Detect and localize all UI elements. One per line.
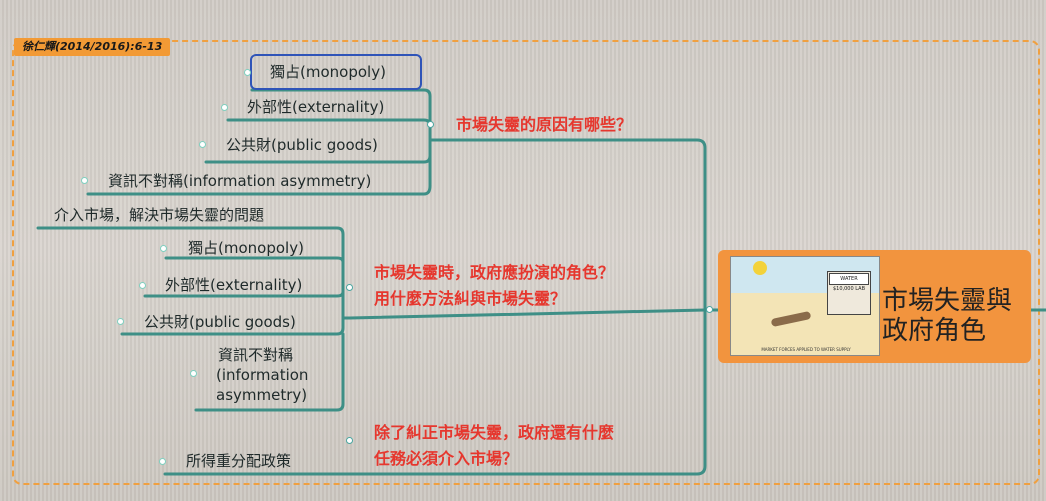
- topic-b2-info-line3: asymmetry): [216, 386, 308, 404]
- question-government-role[interactable]: 市場失靈時，政府應扮演的角色？ 用什麼方法糾與市場失靈？: [374, 262, 614, 310]
- topic-b1-monopoly[interactable]: 獨占(monopoly): [270, 63, 386, 81]
- sun-icon: [753, 261, 767, 275]
- selection-outline: [250, 54, 422, 90]
- connector-b2-item3: [120, 316, 345, 336]
- collapse-dot[interactable]: [427, 121, 434, 128]
- question-government-role-line2: 用什麼方法糾與市場失靈？: [374, 289, 567, 308]
- topic-b1-info-asymmetry[interactable]: 資訊不對稱(information asymmetry): [108, 172, 372, 190]
- collapse-dot[interactable]: [160, 245, 167, 252]
- connector-b2-item1: [164, 256, 345, 264]
- question-other-tasks[interactable]: 除了糾正市場失靈，政府還有什麼 任務必須介入市場？: [374, 422, 614, 470]
- topic-b2-public-goods[interactable]: 公共財(public goods): [144, 313, 296, 331]
- topic-b2-info-asymmetry[interactable]: 資訊不對稱 (information asymmetry): [216, 345, 308, 405]
- question-government-role-line1: 市場失靈時，政府應扮演的角色？: [374, 263, 615, 282]
- central-topic-title[interactable]: 市場失靈與 政府角色: [882, 286, 1012, 346]
- topic-b2-info-line1: 資訊不對稱: [218, 346, 294, 364]
- collapse-dot[interactable]: [706, 306, 713, 313]
- central-title-line1: 市場失靈與: [882, 286, 1013, 316]
- cartoon-caption: MARKET FORCES APPLIED TO WATER SUPPLY: [761, 347, 851, 352]
- central-title-line2: 政府角色: [882, 316, 987, 346]
- topic-b2-info-line2: (information: [216, 366, 309, 384]
- connector-trunk-q1: [428, 138, 707, 312]
- central-cartoon-image: WATER $10,000 LAB MARKET FORCES APPLIED …: [730, 256, 880, 356]
- topic-b1-externality[interactable]: 外部性(externality): [247, 98, 385, 116]
- connector-trunk-q3: [345, 308, 707, 476]
- collapse-dot[interactable]: [117, 318, 124, 325]
- collapse-dot[interactable]: [346, 284, 353, 291]
- topic-b1-public-goods[interactable]: 公共財(public goods): [226, 136, 378, 154]
- water-sign: WATER $10,000 LAB: [829, 273, 869, 292]
- boundary-label[interactable]: 徐仁輝(2014/2016):6-13: [14, 38, 171, 56]
- collapse-dot[interactable]: [221, 104, 228, 111]
- collapse-dot[interactable]: [190, 370, 197, 377]
- collapse-dot[interactable]: [81, 177, 88, 184]
- question-other-tasks-line1: 除了糾正市場失靈，政府還有什麼: [374, 423, 615, 442]
- topic-b2-monopoly[interactable]: 獨占(monopoly): [188, 239, 304, 257]
- connector-trunk-q2: [348, 308, 707, 320]
- connector-b1-item1: [250, 88, 432, 142]
- topic-b2-summary[interactable]: 介入市場，解決市場失靈的問題: [54, 206, 265, 224]
- connector-b2-summary: [36, 226, 352, 320]
- crawling-man-icon: [770, 310, 812, 328]
- collapse-dot[interactable]: [244, 69, 251, 76]
- connector-b1-item4: [86, 138, 432, 196]
- topic-b3-redistribution[interactable]: 所得重分配政策: [186, 452, 292, 470]
- collapse-dot[interactable]: [346, 437, 353, 444]
- collapse-dot[interactable]: [159, 458, 166, 465]
- collapse-dot[interactable]: [199, 141, 206, 148]
- collapse-dot[interactable]: [139, 282, 146, 289]
- question-other-tasks-line2: 任務必須介入市場？: [374, 449, 519, 468]
- question-causes[interactable]: 市場失靈的原因有哪些？: [456, 115, 633, 134]
- connector-b2-item2: [143, 290, 345, 298]
- topic-b2-externality[interactable]: 外部性(externality): [165, 276, 303, 294]
- connector-b2-item4: [194, 332, 345, 412]
- boundary-frame: [12, 40, 1040, 485]
